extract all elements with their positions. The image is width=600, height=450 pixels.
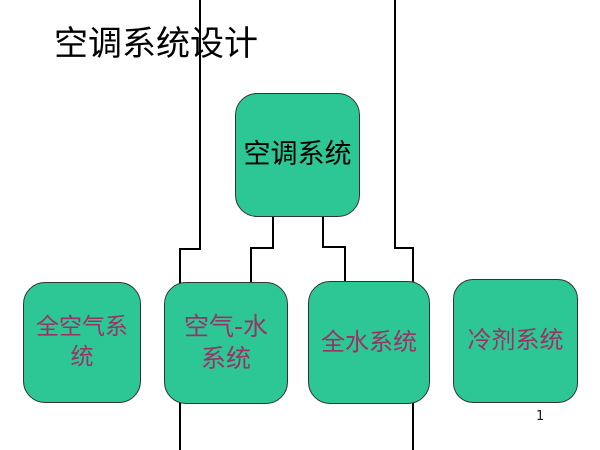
slide-title: 空调系统设计 — [54, 24, 258, 64]
connector-top-left-elbow — [179, 248, 201, 250]
diagram-node-root: 空调系统 — [235, 93, 360, 217]
connector-root-to-left-elbow — [250, 247, 274, 249]
connector-top-right-drop — [412, 247, 414, 283]
connector-root-to-right-vertical — [322, 216, 324, 248]
diagram-node-refrigerant-system: 冷剂系统 — [453, 279, 578, 403]
connector-top-left-drop — [179, 248, 181, 284]
diagram-node-all-air-system-label: 全空气系 统 — [36, 313, 128, 370]
connector-bottom-left-vertical — [179, 402, 181, 450]
diagram-node-root-label: 空调系统 — [243, 139, 352, 171]
diagram-node-all-water-system-label: 全水系统 — [321, 327, 417, 356]
diagram-node-air-water-system-label: 空气-水 系统 — [183, 311, 269, 374]
connector-root-to-right-drop — [344, 246, 346, 283]
connector-bottom-right-vertical — [412, 402, 414, 450]
page-number: 1 — [536, 409, 545, 424]
connector-root-to-right-elbow — [322, 246, 346, 248]
diagram-node-refrigerant-system-label: 冷剂系统 — [467, 326, 564, 355]
connector-top-right-vertical — [394, 0, 396, 249]
diagram-node-all-water-system: 全水系统 — [308, 281, 430, 404]
connector-top-right-elbow — [394, 247, 414, 249]
connector-root-to-left-vertical — [272, 216, 274, 249]
connector-root-to-left-drop — [250, 247, 252, 284]
connector-top-left-vertical — [199, 0, 201, 250]
diagram-node-all-air-system: 全空气系 统 — [23, 282, 141, 403]
diagram-node-air-water-system: 空气-水 系统 — [164, 282, 288, 404]
